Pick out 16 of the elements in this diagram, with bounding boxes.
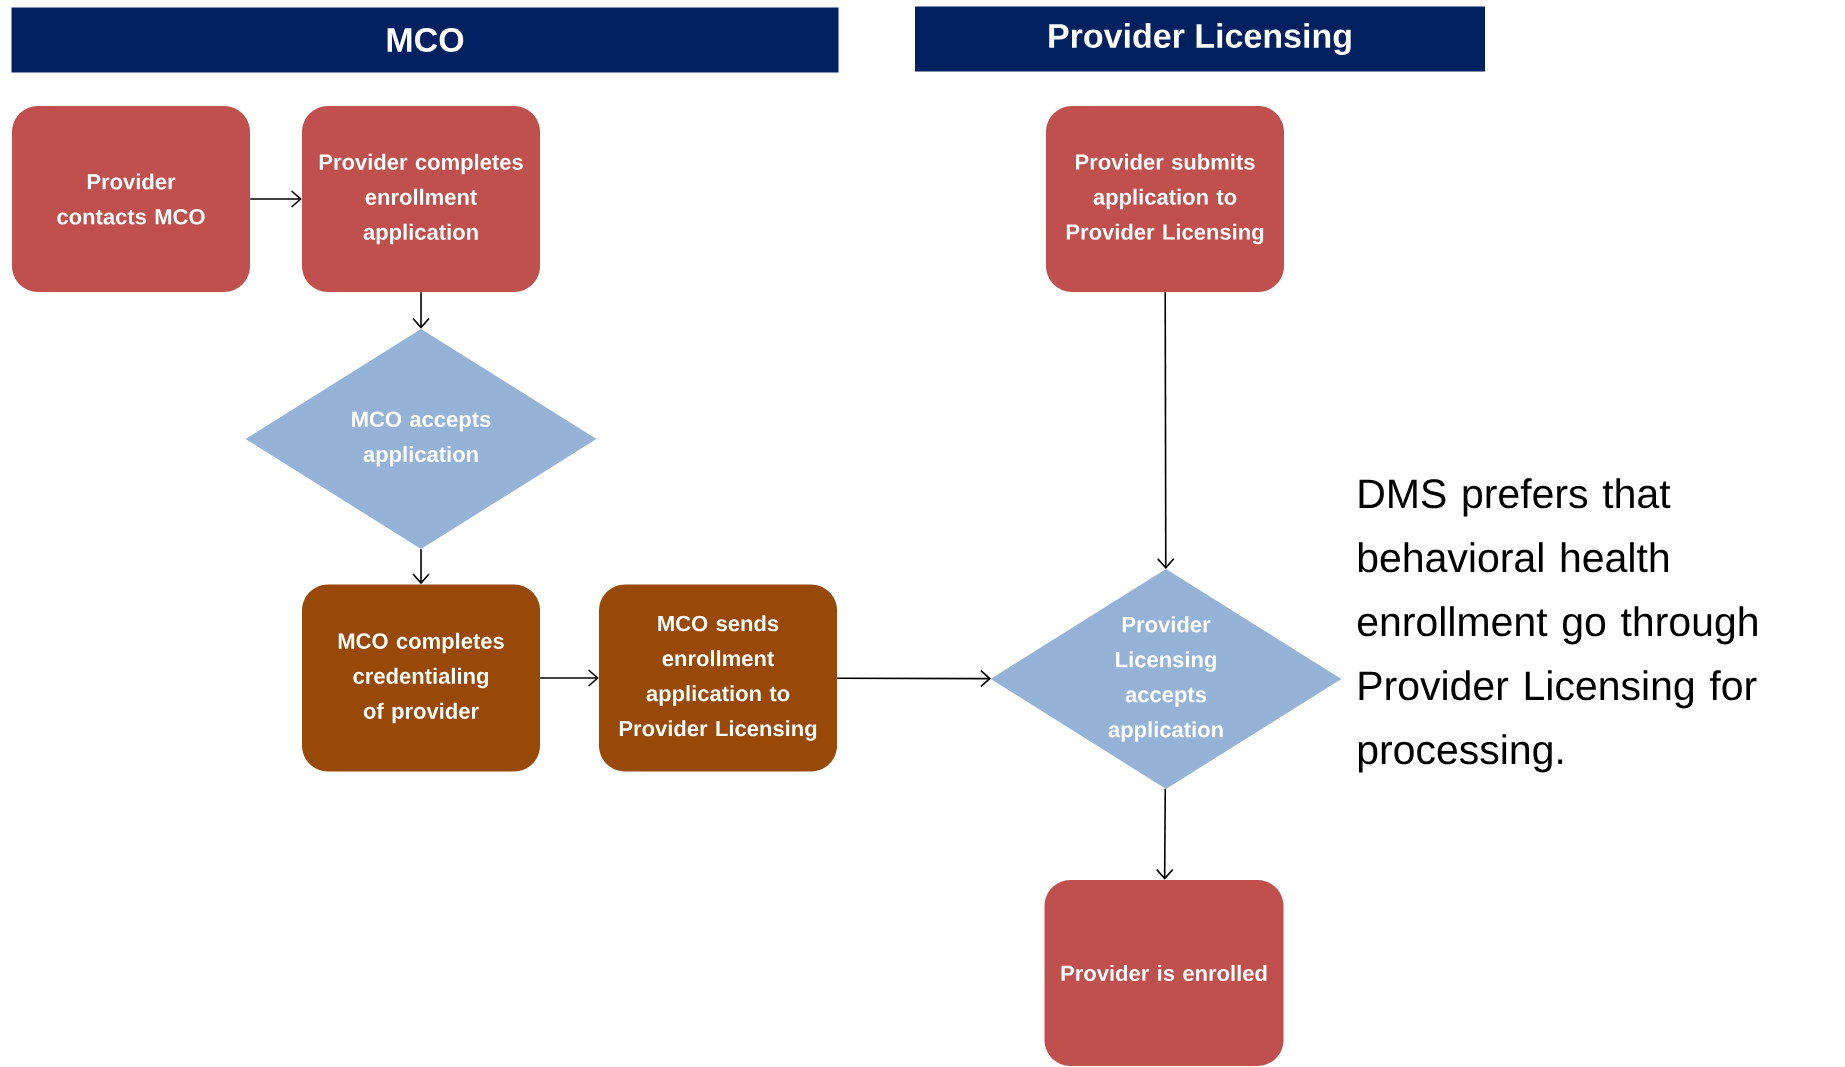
arrow [249, 190, 302, 208]
note-text: DMS prefers that behavioral health enrollment go through Provider Licensing for processing. [1357, 478, 1757, 773]
arrow [1155, 787, 1174, 880]
arrow [412, 291, 430, 329]
process-box: MCO completes credentialing of provider [302, 584, 540, 772]
process-box: Provider is enrolled [1044, 880, 1284, 1066]
process-box: Provider submits application to Provider Licensing [1046, 106, 1284, 292]
process-box: MCO sends enrollment application to Provider Licensing [599, 584, 837, 772]
arrow [412, 548, 430, 585]
arrow [539, 669, 599, 687]
process-box: Provider contacts MCO [12, 106, 250, 292]
process-box: Provider completes enrollment application [302, 106, 540, 292]
header-band: MCO [11, 7, 839, 73]
header-band: Provider Licensing [915, 6, 1485, 72]
arrow [1156, 291, 1175, 569]
arrow [836, 669, 991, 688]
